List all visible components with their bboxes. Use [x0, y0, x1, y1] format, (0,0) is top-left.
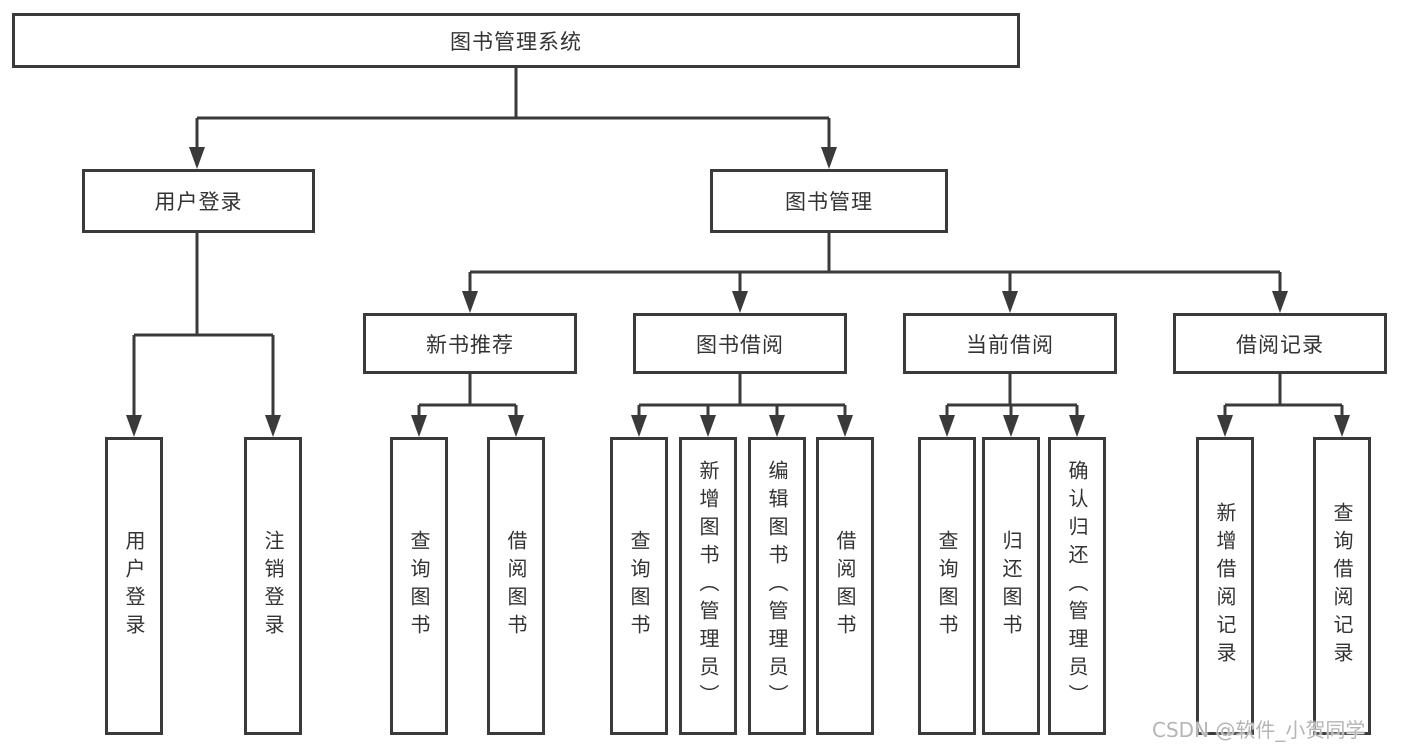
node-label: 借阅图书 [833, 530, 857, 642]
leaf-query-borrow-record: 查询借阅记录 [1313, 437, 1371, 735]
node-label: 查询图书 [935, 530, 959, 642]
csdn-watermark: CSDN @软件_小贺同学 [1152, 718, 1366, 742]
node-label: 查询借阅记录 [1330, 502, 1354, 670]
node-library-management-system: 图书管理系统 [12, 13, 1020, 68]
node-label: 图书管理系统 [450, 29, 582, 54]
leaf-query-books-recommend: 查询图书 [390, 437, 448, 735]
node-label: 用户登录 [154, 190, 243, 214]
arrowheads [126, 147, 1350, 437]
node-label: 归还图书 [999, 530, 1023, 642]
leaf-add-borrow-record: 新增借阅记录 [1196, 437, 1254, 735]
node-label: 用户登录 [122, 530, 146, 642]
node-label: 编辑图书（管理员） [765, 460, 789, 712]
node-book-borrowing: 图书借阅 [633, 313, 847, 374]
node-label: 借阅图书 [504, 530, 528, 642]
leaf-confirm-return-admin: 确认归还（管理员） [1048, 437, 1106, 735]
node-label: 图书借阅 [696, 332, 784, 357]
leaf-add-books-admin: 新增图书（管理员） [679, 437, 737, 735]
node-label: 注销登录 [261, 530, 285, 642]
leaf-borrow-books-borrowing: 借阅图书 [816, 437, 874, 735]
node-current-borrowing: 当前借阅 [903, 313, 1117, 374]
node-label: 查询图书 [407, 530, 431, 642]
node-user-login: 用户登录 [82, 169, 315, 233]
leaf-query-books-borrowing: 查询图书 [610, 437, 668, 735]
node-label: 新书推荐 [426, 332, 514, 357]
node-label: 新增图书（管理员） [696, 460, 720, 712]
node-label: 查询图书 [627, 530, 651, 642]
node-label: 新增借阅记录 [1213, 502, 1237, 670]
node-new-book-recommendation: 新书推荐 [363, 313, 577, 374]
node-book-management: 图书管理 [710, 169, 948, 233]
leaf-query-books-current: 查询图书 [918, 437, 976, 735]
leaf-borrow-books-recommend: 借阅图书 [487, 437, 545, 735]
leaf-logout: 注销登录 [244, 437, 302, 735]
node-label: 借阅记录 [1236, 332, 1324, 357]
node-borrowing-records: 借阅记录 [1173, 313, 1387, 374]
leaf-user-login: 用户登录 [105, 437, 163, 735]
node-label: 当前借阅 [966, 332, 1054, 357]
node-label: 图书管理 [785, 190, 873, 214]
leaf-edit-books-admin: 编辑图书（管理员） [748, 437, 806, 735]
leaf-return-books: 归还图书 [982, 437, 1040, 735]
node-label: 确认归还（管理员） [1065, 460, 1089, 712]
